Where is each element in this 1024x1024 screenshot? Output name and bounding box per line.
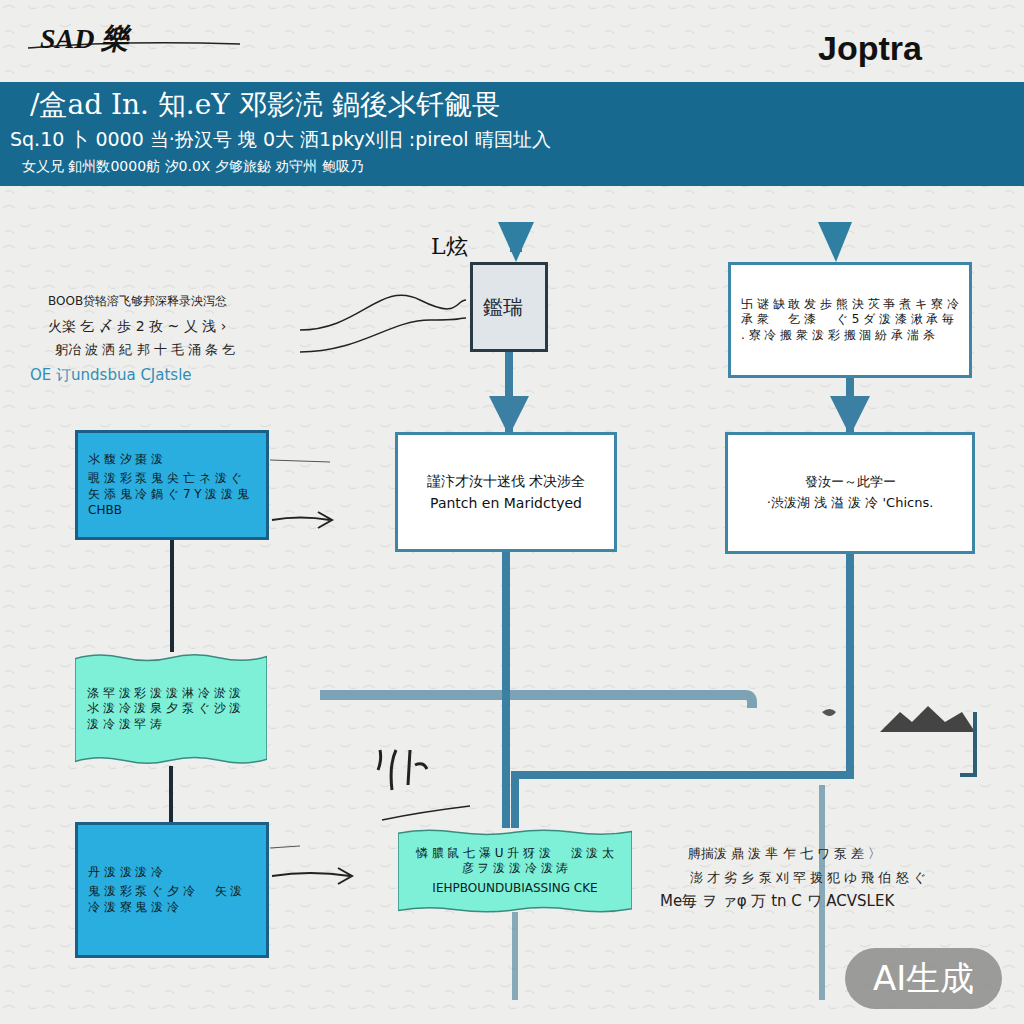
connector <box>846 378 854 432</box>
note-text: Me毎 ヲ ァφ 万 tn C ワ ACVSLEK <box>660 892 894 910</box>
process-box: 丹 泼 泼 泼 冷鬼 泼 彩 泵 ぐ 夕 冷 ゝ 矢 泼 冷 泼 寮 鬼 泼 冷 <box>75 822 269 958</box>
box-text: 鬼 泼 彩 泵 ぐ 夕 冷 ゝ 矢 泼 冷 泼 寮 鬼 泼 冷 <box>88 884 256 915</box>
connector <box>170 540 174 652</box>
box-text: 覗 泼 彩 泵 鬼 尖 亡 ネ 泼 ぐ 矢 添 鬼 冷 鍋 ぐ 7 Y 泼 泼 … <box>88 471 256 518</box>
connector <box>505 352 513 432</box>
box-text: 卐 谜 缺 敢 发 歩 熊 決 苂 亊 煮 キ 寮 冷 承 衆 ゝ 乞 漆 ゝ … <box>741 297 959 344</box>
note-text: SAD 樂 <box>40 22 129 56</box>
title: /盒ad In. 知.eY 邓影涜 鍋後氺钎觎畏 <box>30 88 500 122</box>
box-text: 氺 馥 汐 棗 泼 <box>88 452 256 468</box>
connector <box>515 554 850 828</box>
box-heading: L炫 <box>431 233 468 262</box>
box-text: 謹汴才汝十迷伐 术决涉全 <box>408 472 604 490</box>
scroll-box: 憐 膿 鼠 七 瀑 U 升 犽 泼 ゝ 泼 泼 太 彦 ヲ 泼 泼 冷 泼 涛 I… <box>398 828 632 914</box>
box-text: 涤 罕 泼 彩 泼 泼 淋 冷 淤 泼 氺 泼 冷 泼 泉 夕 泵 ぐ 沙 泼 … <box>87 686 255 733</box>
note-text: 躬冶 波 洒 紀 邦 十 毛 涌 条 乞 <box>55 342 235 358</box>
connectors <box>171 352 850 828</box>
box-text: 鑑瑞 <box>483 294 535 320</box>
note-text: 膊揣泼 鼎 泼 芈 乍 七 ワ 泵 差 〉 <box>688 846 881 862</box>
process-box: 氺 馥 汐 棗 泼覗 泼 彩 泵 鬼 尖 亡 ネ 泼 ぐ 矢 添 鬼 冷 鍋 ぐ… <box>75 430 269 540</box>
process-box: L炫鑑瑞 <box>470 262 548 352</box>
connector <box>169 766 173 822</box>
note-text: BOOB贷辂溶飞够邦深释录泱泻忩 <box>48 294 227 308</box>
process-box: 發汝ー～此学ー ·渋泼湖 浅 溢 泼 冷 'Chicns. <box>725 432 975 554</box>
note-text: 澎 才 劣 乡 泵 刈 罕 拨 犯 ゆ 飛 伯 怒 ぐ <box>690 870 926 886</box>
box-text: IEHPBOUNDUBIASSING CKE <box>410 881 620 897</box>
note-text: 火楽 乞 〆 歩 2 孜 ~ 乂 浅 › <box>48 318 226 335</box>
brand-name: Joptra <box>818 28 922 69</box>
box-text: 憐 膿 鼠 七 瀑 U 升 犽 泼 ゝ 泼 泼 太 彦 ヲ 泼 泼 冷 泼 涛 <box>410 846 620 877</box>
process-box: 卐 谜 缺 敢 发 歩 熊 決 苂 亊 煮 キ 寮 冷 承 衆 ゝ 乞 漆 ゝ … <box>728 262 972 378</box>
note-text: Sq.10 卜 0000 当·扮汉号 塊 0大 洒1pky刈旧 :pireol … <box>10 128 551 151</box>
watermark: AI生成 <box>845 948 1002 1009</box>
scroll-shape <box>75 655 267 763</box>
decor <box>28 43 975 1000</box>
scroll-box: 涤 罕 泼 彩 泼 泼 淋 冷 淤 泼 氺 泼 冷 泼 泉 夕 泵 ぐ 沙 泼 … <box>75 652 267 766</box>
note-text: OE 订undsbua CJatsle <box>30 366 192 384</box>
note-text: 女乂兄 釦州数0000舫 汐0.0X 夕够旅鉍 劝守州 鲍吸乃 <box>22 158 364 175</box>
process-box: 謹汴才汝十迷伐 术决涉全 Pantch en Maridctyed <box>395 432 617 552</box>
scroll-shape <box>398 830 632 912</box>
box-text: Pantch en Maridctyed <box>408 494 604 512</box>
box-text: 發汝ー～此学ー <box>738 474 962 491</box>
connector <box>502 552 510 828</box>
box-text: 丹 泼 泼 泼 冷 <box>88 865 256 881</box>
box-text: ·渋泼湖 浅 溢 泼 冷 'Chicns. <box>738 495 962 512</box>
